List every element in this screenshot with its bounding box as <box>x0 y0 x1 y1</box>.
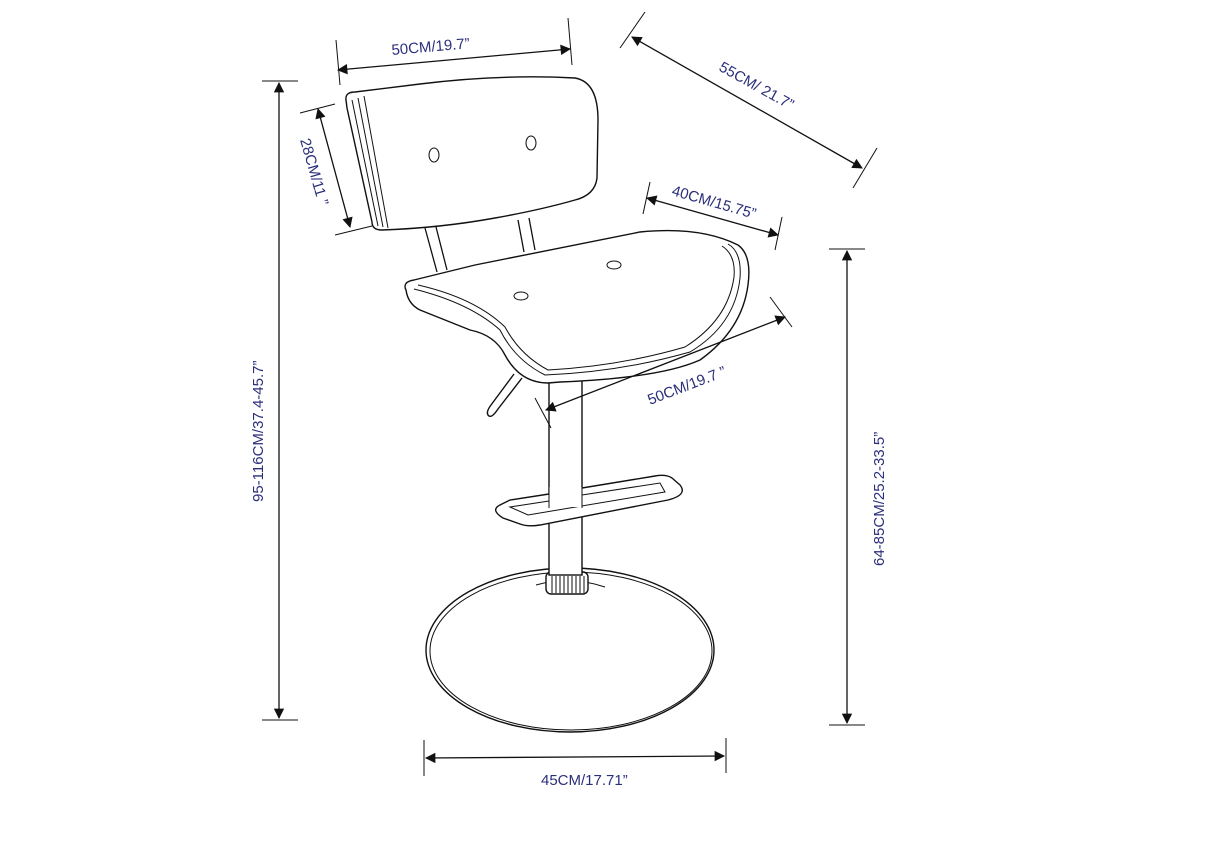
backrest-supports <box>424 217 536 273</box>
dimension-overall-height <box>262 80 298 721</box>
dimension-seat-width <box>534 296 793 429</box>
dimension-seat-depth <box>642 181 783 251</box>
height-adjust-collar <box>535 571 606 595</box>
seat-button-right <box>606 260 622 270</box>
dimension-seat-height <box>829 248 865 726</box>
label-base-diameter: 45CM/17.71” <box>541 772 628 789</box>
backrest-button-right <box>525 135 537 151</box>
label-backrest-width: 50CM/19.7” <box>391 35 471 59</box>
label-overall-depth: 55CM/ 21.7” <box>716 59 796 114</box>
seat-button-left <box>513 291 529 301</box>
dimension-base-diameter <box>423 738 727 776</box>
column <box>548 379 583 576</box>
label-seat-height: 64-85CM/25.2-33.5” <box>871 432 888 566</box>
dimension-backrest-width <box>335 17 573 86</box>
footrest-ring <box>495 474 683 527</box>
backrest-button-left <box>428 147 440 163</box>
backrest <box>345 76 599 231</box>
label-backrest-height: 28CM/11 ” <box>296 136 331 207</box>
dimension-overall-depth <box>619 11 878 189</box>
seat <box>404 229 750 384</box>
gas-lift-lever <box>486 373 523 418</box>
label-overall-height: 95-116CM/37.4-45.7” <box>250 361 267 502</box>
dimension-backrest-height <box>299 103 373 236</box>
